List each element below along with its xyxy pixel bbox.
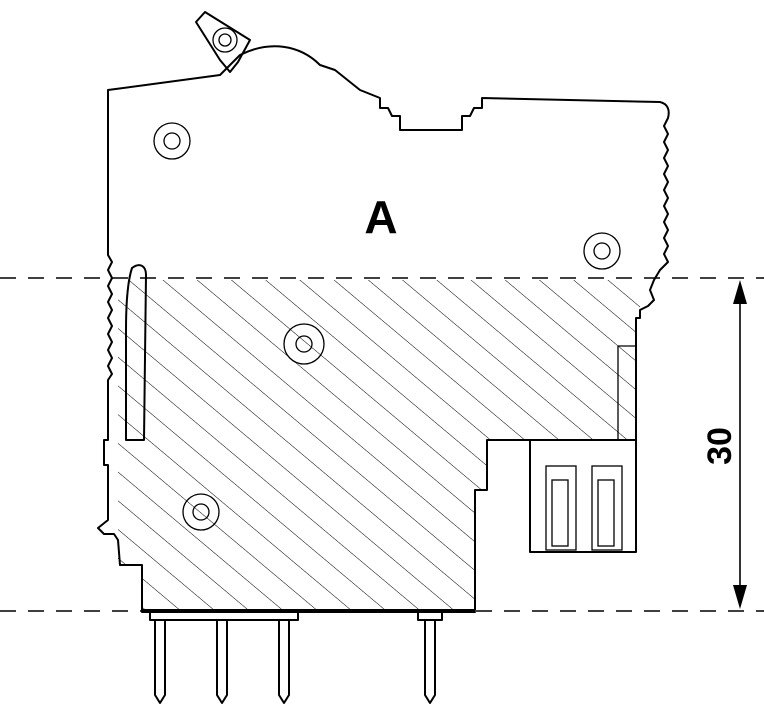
housing-step: [475, 439, 530, 491]
region-label: A: [364, 191, 397, 243]
terminal-block: [529, 345, 637, 553]
dimension-arrow: [733, 280, 747, 609]
base-plate: [141, 611, 476, 621]
mounting-hole: [182, 493, 220, 531]
housing-outline: [97, 45, 670, 611]
lever: [195, 11, 251, 73]
dimension-label: 30: [701, 427, 739, 465]
hatched-region: [118, 280, 640, 610]
mounting-hole: [153, 122, 191, 160]
connector-pins: [154, 619, 436, 704]
mounting-hole: [583, 232, 621, 270]
side-clip: [125, 264, 147, 441]
mounting-hole: [283, 323, 325, 365]
